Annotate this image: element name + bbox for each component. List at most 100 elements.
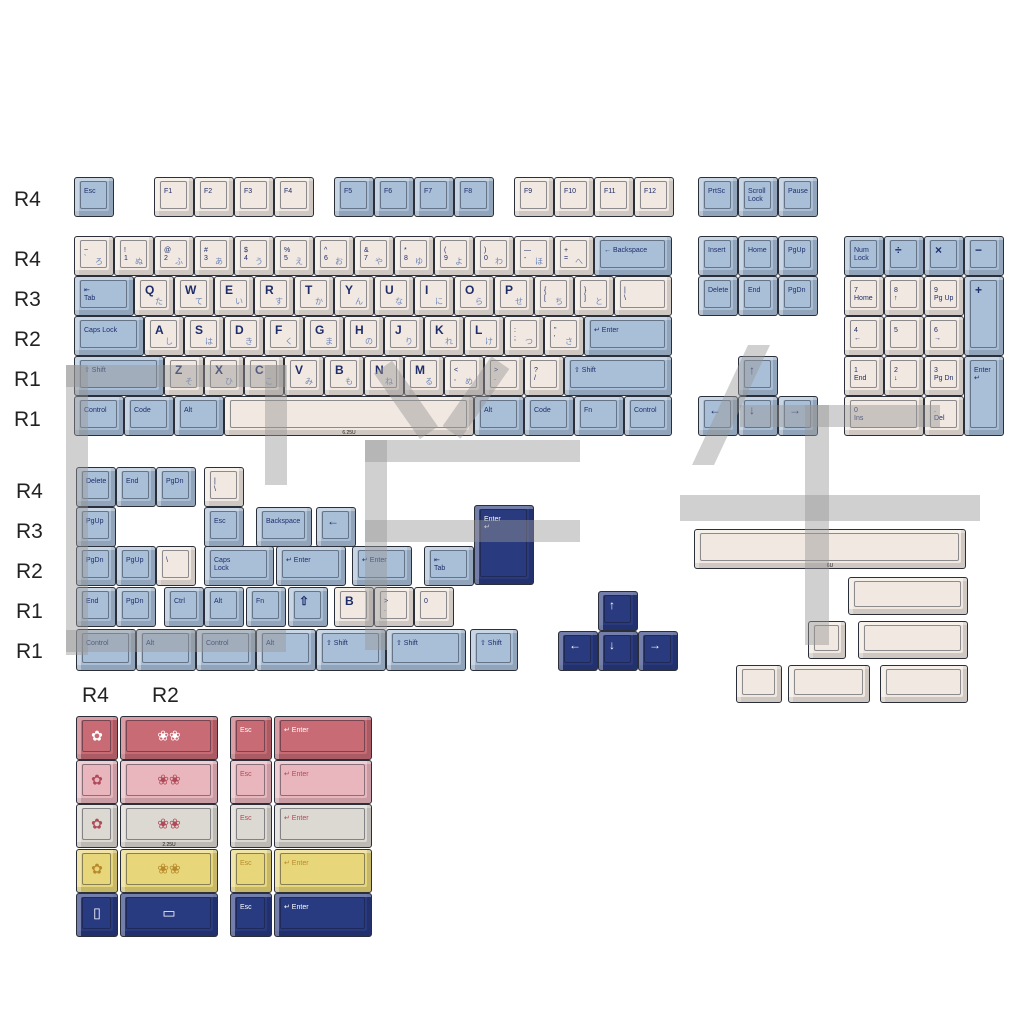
keycap: 3 Pg Dn — [924, 356, 964, 396]
key-legend: & 7 — [364, 247, 369, 262]
key-legend: Insert — [708, 247, 726, 254]
keycap-top — [550, 320, 577, 348]
key-legend: Q — [145, 283, 155, 297]
row-label: R1 — [16, 640, 43, 663]
key-legend: F8 — [464, 188, 473, 195]
keycap-top — [262, 633, 309, 663]
keycap-top — [210, 550, 267, 578]
key-kana-legend: ら — [475, 296, 483, 306]
key-kana-legend: さ — [565, 336, 573, 346]
keycap: 7 Home — [844, 276, 884, 316]
key-size-label: 2.25U — [162, 842, 176, 848]
key-legend: I — [425, 283, 429, 297]
keycap-top — [970, 360, 997, 428]
key-size-label: 6.25U — [342, 430, 356, 436]
key-size-label: 6U — [826, 563, 834, 569]
keycap: Esc — [230, 716, 272, 760]
key-legend: PgDn — [126, 598, 144, 605]
keycap: Control — [76, 629, 136, 671]
key-kana-legend: ま — [325, 336, 333, 346]
key-legend: Alt — [266, 640, 275, 647]
keycap: × — [924, 236, 964, 276]
key-kana-legend: よ — [455, 256, 463, 266]
keycap: ❀❀ — [120, 760, 218, 804]
key-legend: Esc — [240, 904, 252, 911]
key-legend: P — [505, 283, 514, 297]
keycap-top — [580, 400, 617, 428]
keycap-top — [380, 591, 407, 619]
keycap-top — [310, 320, 337, 348]
keycap-top — [520, 181, 547, 209]
keycap-top — [644, 635, 671, 663]
keycap: PgDn — [778, 276, 818, 316]
keycap: " 'さ — [544, 316, 584, 356]
keycap-top — [126, 720, 211, 752]
key-legend: ↵ Enter — [284, 771, 309, 778]
keycap-top — [250, 360, 277, 388]
row-label: R2 — [16, 560, 43, 583]
keycap-top — [82, 808, 111, 840]
keycap-top — [460, 181, 487, 209]
keycap: Num Lock — [844, 236, 884, 276]
keycap: Esc — [230, 760, 272, 804]
keycap-top — [510, 320, 537, 348]
keycap-top — [240, 181, 267, 209]
keycap: Pause — [778, 177, 818, 217]
key-legend: F3 — [244, 188, 253, 195]
row-label: R3 — [16, 520, 43, 543]
keycap-top — [162, 550, 189, 578]
key-legend: | \ — [214, 478, 216, 493]
row-label: R1 — [14, 408, 41, 431]
keycap-top — [500, 280, 527, 308]
keycap: + = へ — [554, 236, 594, 276]
keycap: F9 — [514, 177, 554, 217]
key-legend: + — [975, 283, 983, 297]
key-legend: U — [385, 283, 394, 297]
keycap-top — [850, 240, 877, 268]
keycap-top — [784, 240, 811, 268]
keycap-top — [854, 581, 961, 607]
keycap-top — [122, 550, 149, 578]
key-legend: Num Lock — [854, 247, 869, 262]
key-kana-legend: め — [465, 376, 473, 386]
strawberry-icon: ❀❀ — [157, 816, 181, 833]
keycap-top — [700, 533, 959, 561]
key-legend: Backspace — [266, 518, 301, 525]
keycap-top — [744, 280, 771, 308]
key-legend: Control — [84, 407, 107, 414]
key-legend: Code — [134, 407, 151, 414]
key-legend: ↵ Enter — [362, 557, 387, 564]
keycap-top — [560, 240, 587, 268]
strawberry-icon: ❀❀ — [157, 861, 181, 878]
keycap: Fn — [574, 396, 624, 436]
keycap-top — [890, 360, 917, 388]
keycap: 6 → — [924, 316, 964, 356]
keycap-top — [280, 720, 365, 752]
key-legend: 4 ← — [854, 327, 861, 342]
keycap-top — [280, 764, 365, 796]
key-legend: > . — [384, 598, 389, 613]
row-label: R2 — [14, 328, 41, 351]
key-legend: O — [465, 283, 475, 297]
key-legend: C — [255, 363, 264, 377]
key-kana-legend: ひ — [225, 376, 233, 386]
key-legend: + = — [564, 247, 569, 262]
key-legend: ⇧ Shift — [480, 640, 502, 647]
keycap: F4 — [274, 177, 314, 217]
keycap-top — [530, 400, 567, 428]
keycap: PgUp — [116, 546, 156, 586]
key-legend: End — [126, 478, 139, 485]
key-kana-legend: せ — [515, 296, 523, 306]
keycap-top — [704, 240, 731, 268]
keycap-top — [340, 181, 367, 209]
key-kana-legend: る — [425, 376, 433, 386]
keycap: ❀❀ — [120, 716, 218, 760]
key-kana-legend: へ — [575, 256, 583, 266]
keycap: < ,め — [444, 356, 484, 396]
keycap: ⇤ Tab — [424, 546, 474, 586]
key-legend: % 5 — [284, 247, 291, 262]
key-legend: D — [235, 323, 244, 337]
